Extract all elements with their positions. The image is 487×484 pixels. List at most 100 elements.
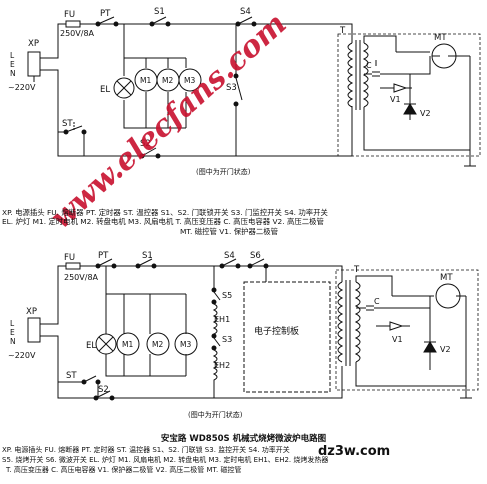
bottom-hv-section [356,295,467,386]
top-motor-m3 [178,68,202,92]
top-legend: XP. 电源插头 FU. 熔断器 PT. 定时器 ST. 温控器 S1、S2. … [2,208,328,236]
top-legend-line: EL. 炉灯 M1. 定时电机 M2. 转盘电机 M3. 风扇电机 T. 高压变… [2,217,324,227]
bottom-label-el: EL [86,341,96,351]
top-legend-line: MT. 磁控管 V1. 保护器二极管 [180,226,279,236]
bottom-hv-enclosure [335,269,479,391]
top-label-l: L [10,51,15,60]
bottom-legend: XP. 电源插头 FU. 熔断器 PT. 定时器 ST. 温控器 S1、S2. … [2,445,328,475]
bottom-label-m2: M2 [152,340,163,349]
bottom-door-note: (图中为开门状态) [188,410,243,419]
bottom-control-board [243,281,331,393]
bottom-label-s6: S6 [250,251,261,261]
bottom-label-l: L [10,319,15,328]
bottom-load-bus [105,266,187,334]
bottom-grill-branch [211,266,221,398]
bottom-plug-xp [27,317,48,343]
top-load-return [123,92,187,129]
bottom-switch-s2 [93,390,115,401]
bottom-timer-pt-contact [95,258,117,269]
bottom-label-t: T [353,265,360,275]
bottom-label-e: E [10,328,15,337]
top-switch-s1 [149,16,171,27]
top-switch-s3 [233,24,243,156]
top-label-mt: MT [434,33,447,43]
bottom-label-fuse-rating: 250V/8A [64,273,99,282]
top-label-s4: S4 [240,7,251,17]
bottom-fuse-fu [65,262,81,270]
top-transformer-t [347,35,471,166]
top-label-m3: M3 [184,76,195,85]
bottom-switch-s1 [135,258,157,269]
top-label-v2: V2 [420,109,431,118]
top-legend-line: XP. 电源插头 FU. 熔断器 PT. 定时器 ST. 温控器 S1、S2. … [2,208,328,217]
top-label-t: T [339,26,346,36]
top-label-s3: S3 [226,83,237,93]
top-load-bus [123,24,187,76]
bottom-circuit [27,258,479,401]
bottom-label-s4: S4 [224,251,235,261]
top-label-c: C [366,61,372,70]
top-label-xp: XP [28,39,39,49]
top-switch-s2 [139,147,161,159]
top-label-el: EL [100,85,110,95]
top-live-wire [48,23,353,59]
top-label-fuse-rating: 250V/8A [60,29,95,38]
diagram-title: 安宝路 WD850S 机械式烧烤微波炉电路图 [160,434,327,444]
top-label-e: E [10,60,15,69]
top-hv-enclosure [337,33,481,157]
top-label-s2: S2 [140,139,151,149]
bottom-label-eh1: EH1 [214,315,230,324]
bottom-label-mt: MT [440,273,453,283]
bottom-label-fu: FU [64,253,75,263]
top-plug-xp [27,51,48,82]
top-label-v1: V1 [390,95,401,104]
top-label-st: ST [62,119,73,129]
bottom-label-xp: XP [26,307,37,317]
bottom-live-wire [48,265,343,325]
bottom-legend-line: S5. 烧烤开关 S6. 微波开关 EL. 炉灯 M1. 风扇电机 M2. 转盘… [2,456,329,464]
bottom-load-return [105,354,187,377]
bottom-legend-line: T. 高压变压器 C. 高压电容器 V1. 保护器二极管 V2. 高压二极管 M… [6,466,242,474]
bottom-label-c: C [374,297,380,306]
top-fuse-fu [65,20,81,28]
bottom-switch-s4 [219,258,241,269]
bottom-label-n: N [10,337,16,346]
bottom-label-v1: V1 [392,335,403,344]
top-switch-s4 [235,16,257,27]
bottom-label-st: ST [66,371,77,381]
bottom-label-s2: S2 [98,385,109,395]
bottom-label-eh2: EH2 [214,361,230,370]
bottom-label-s1: S1 [142,251,153,261]
bottom-legend-line: XP. 电源插头 FU. 熔断器 PT. 定时器 ST. 温控器 S1、S2. … [2,446,290,454]
bottom-transformer-t [337,275,467,398]
bottom-label-control-board: 电子控制板 [254,325,299,337]
bottom-motor-m3 [174,332,198,356]
top-timer-pt-contact [95,16,119,27]
top-label-m1: M1 [140,76,151,85]
dz3w-watermark: dz3w.com [318,444,390,459]
top-thermostat-st [58,122,87,156]
bottom-label-s3: S3 [222,335,232,344]
elecfans-watermark: www.elecfans.com [44,6,294,236]
bottom-motor-m2 [146,332,170,356]
top-label-pt: PT [100,9,111,19]
bottom-neutral-wire [48,335,343,399]
bottom-thermostat-st [58,375,101,398]
bottom-label-s5: S5 [222,291,232,300]
bottom-label-m3: M3 [180,340,191,349]
bottom-lamp-el [95,333,117,355]
top-neutral-wire [48,69,353,157]
bottom-label-pt: PT [98,251,109,261]
top-hv-section [364,51,471,150]
top-label-n: N [10,69,16,78]
top-lamp-el [113,77,135,99]
top-circuit [27,16,481,167]
bottom-motor-m1 [116,332,140,356]
top-label-fu: FU [64,10,75,20]
top-label-mains: ~220V [8,83,36,92]
top-label-s1: S1 [154,7,165,17]
bottom-label-m1: M1 [122,340,133,349]
bottom-label-mains: ~220V [8,351,36,360]
top-label-m2: M2 [162,76,173,85]
